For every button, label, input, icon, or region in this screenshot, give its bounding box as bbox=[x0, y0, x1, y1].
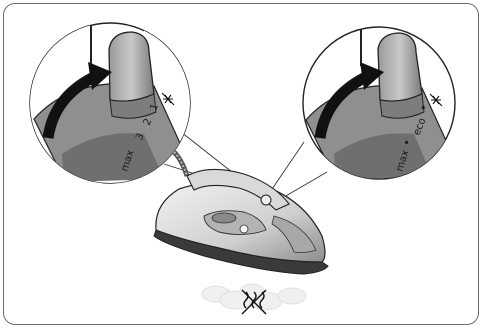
illustration-frame: 1 2 3 max • eco • max bbox=[3, 3, 479, 325]
left-mark-3: 3 bbox=[134, 131, 147, 142]
left-zoom-circle: 1 2 3 max bbox=[29, 22, 191, 184]
snowflake-crossed-icon bbox=[161, 92, 175, 106]
left-mark-1: 1 bbox=[148, 102, 161, 112]
steam-cloud bbox=[201, 283, 307, 311]
snowflake-crossed-icon bbox=[429, 93, 443, 107]
steam-crossed-icon bbox=[241, 289, 267, 315]
iron-steam-setting-diagram: 1 2 3 max • eco • max bbox=[29, 22, 456, 315]
right-mark-dot-2: • bbox=[400, 137, 415, 148]
left-mark-2: 2 bbox=[142, 117, 155, 127]
right-zoom-circle: • eco • max bbox=[302, 26, 456, 180]
right-mark-dot-1: • bbox=[417, 102, 431, 113]
steam-iron bbox=[153, 150, 329, 275]
